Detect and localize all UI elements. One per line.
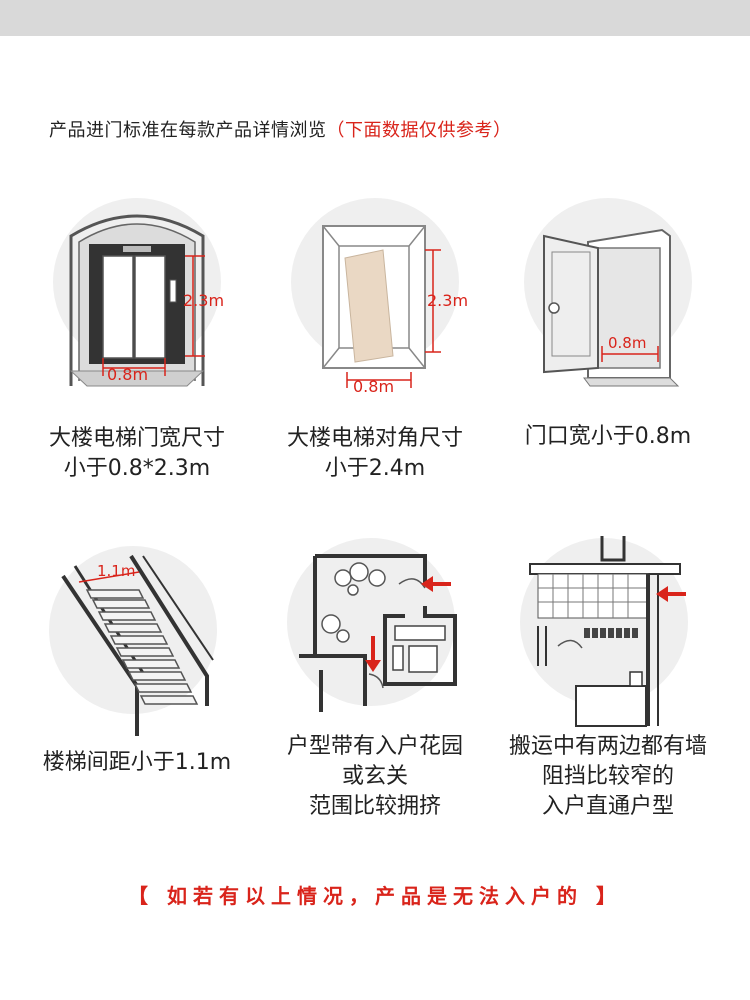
intro-main: 产品进门标准在每款产品详情浏览 [49,120,327,141]
card-door: 0.8m 门口宽小于0.8m [498,196,718,496]
caption-line: 小于2.4m [324,456,426,481]
floor-plan-icon [299,554,457,712]
card-staircase: 1.1m 楼梯间距小于1.1m [27,536,247,796]
footer-warning: 【 如若有以上情况，产品是无法入户的 】 [128,884,622,908]
card-floor-plan: 户型带有入户花园 或玄关 范围比较拥挤 [265,536,485,836]
caption-line: 范围比较拥挤 [308,794,441,819]
caption-line: 户型带有入户花园 [286,734,463,759]
card-caption: 搬运中有两边都有墙 阻挡比较窄的 入户直通户型 [498,732,718,822]
caption-line: 或玄关 [341,764,408,789]
staircase-icon: 1.1m [61,554,214,736]
card-caption: 大楼电梯门宽尺寸 小于0.8*2.3m [27,424,247,484]
intro-note: （下面数据仅供参考） [326,120,512,141]
card-caption: 户型带有入户花园 或玄关 范围比较拥挤 [265,732,485,822]
card-narrow-corridor: 搬运中有两边都有墙 阻挡比较窄的 入户直通户型 [498,536,718,836]
card-caption: 大楼电梯对角尺寸 小于2.4m [265,424,485,484]
caption-line: 大楼电梯门宽尺寸 [48,426,225,451]
dim-width-label: 0.8m [608,334,646,352]
elevator-diagonal-icon: 2.3m 0.8m [322,225,468,396]
dim-width-label: 0.8m [107,365,148,384]
caption-line: 楼梯间距小于1.1m [42,750,232,775]
card-elevator-diagonal: 2.3m 0.8m 大楼电梯对角尺寸 小于2.4m [265,196,485,496]
door-icon: 0.8m [543,228,680,387]
caption-line: 小于0.8*2.3m [63,456,211,481]
elevator-door-icon: 2.3m 0.8m [69,214,224,387]
card-caption: 楼梯间距小于1.1m [27,748,247,778]
intro-text: 产品进门标准在每款产品详情浏览（下面数据仅供参考） [49,116,512,142]
dim-width-label: 1.1m [97,562,135,580]
dim-width-label: 0.8m [353,377,394,396]
narrow-corridor-icon [529,536,686,727]
card-elevator-door: 2.3m 0.8m 大楼电梯门宽尺寸 小于0.8*2.3m [27,196,247,496]
caption-line: 阻挡比较窄的 [541,764,674,789]
caption-line: 大楼电梯对角尺寸 [286,426,463,451]
card-caption: 门口宽小于0.8m [498,422,718,452]
dim-height-label: 2.3m [183,291,224,310]
dim-height-label: 2.3m [427,291,468,310]
top-bar [0,0,750,36]
caption-line: 门口宽小于0.8m [524,424,692,449]
caption-line: 搬运中有两边都有墙 [508,734,707,759]
caption-line: 入户直通户型 [541,794,674,819]
